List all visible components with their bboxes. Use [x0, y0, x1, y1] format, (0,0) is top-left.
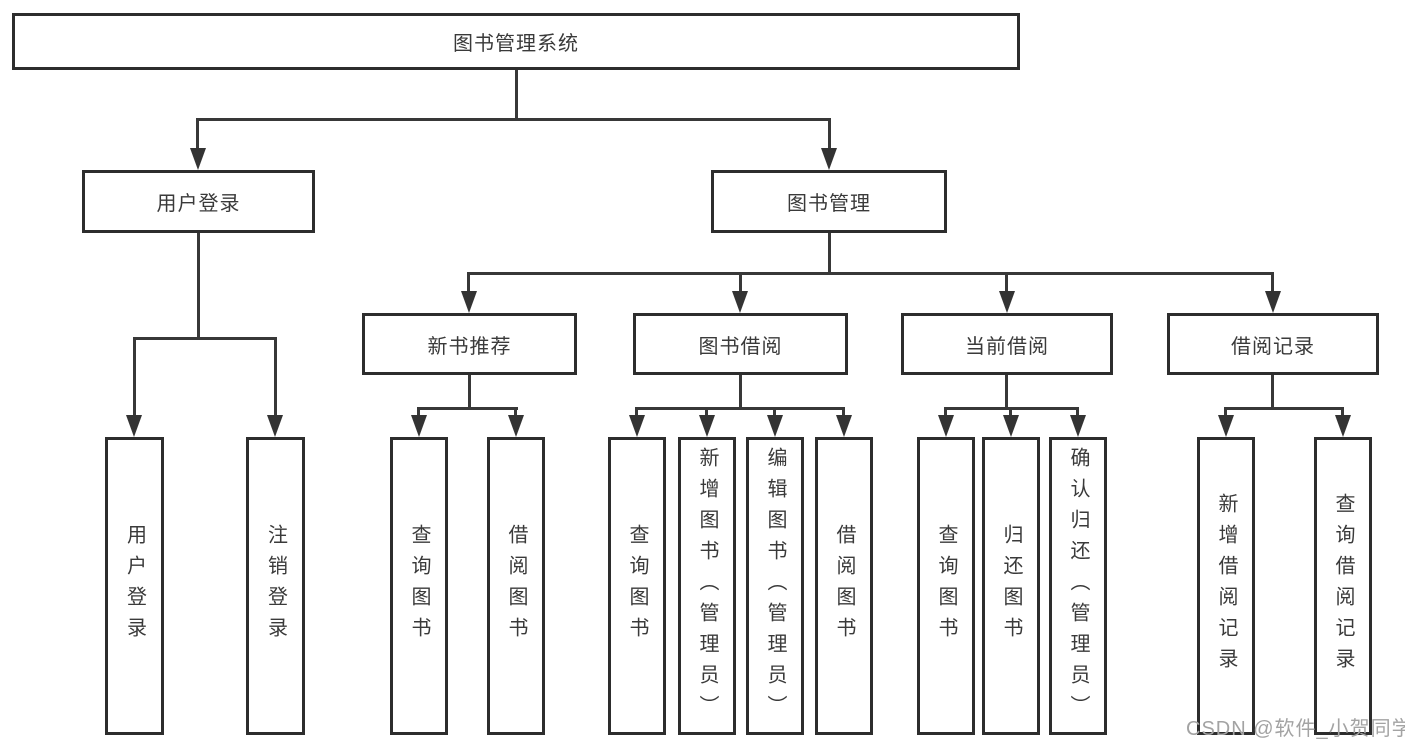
arrow-down-icon	[1335, 415, 1351, 437]
leaf-borrow-books-1-label: 借阅图书	[505, 524, 527, 648]
leaf-add-borrow-record-label: 新增借阅记录	[1215, 493, 1237, 679]
arrow-down-icon	[821, 148, 837, 170]
leaf-query-books-1-label: 查询图书	[408, 524, 430, 648]
arrow-down-icon	[508, 415, 524, 437]
arrow-down-icon	[836, 415, 852, 437]
node-book-management: 图书管理	[711, 170, 947, 233]
leaf-query-borrow-record-label: 查询借阅记录	[1332, 493, 1354, 679]
connector-line	[1271, 272, 1274, 294]
leaf-add-borrow-record: 新增借阅记录	[1197, 437, 1255, 735]
connector-line	[705, 407, 708, 419]
connector-line	[417, 407, 518, 410]
arrow-down-icon	[629, 415, 645, 437]
arrow-down-icon	[999, 291, 1015, 313]
connector-line	[515, 70, 518, 118]
node-new-book-recommend: 新书推荐	[362, 313, 577, 375]
connector-line	[133, 337, 136, 417]
leaf-return-books: 归还图书	[982, 437, 1040, 735]
node-book-management-label: 图书管理	[787, 193, 871, 215]
node-user-login: 用户登录	[82, 170, 315, 233]
arrow-down-icon	[126, 415, 142, 437]
connector-line	[1341, 407, 1344, 419]
arrow-down-icon	[938, 415, 954, 437]
leaf-query-books-1: 查询图书	[390, 437, 448, 735]
connector-line	[944, 407, 947, 419]
leaf-logout-label: 注销登录	[264, 524, 287, 648]
connector-line	[828, 233, 831, 275]
leaf-add-books-admin: 新增图书（管理员）	[678, 437, 736, 735]
connector-line	[842, 407, 845, 419]
arrow-down-icon	[1265, 291, 1281, 313]
leaf-add-books-admin-label: 新增图书（管理员）	[696, 446, 718, 726]
node-book-borrow-label: 图书借阅	[698, 335, 783, 358]
connector-line	[467, 272, 470, 294]
leaf-user-login-label: 用户登录	[123, 524, 146, 648]
connector-line	[197, 233, 200, 337]
leaf-return-books-label: 归还图书	[1000, 524, 1022, 648]
arrow-down-icon	[767, 415, 783, 437]
connector-line	[274, 337, 277, 417]
arrow-down-icon	[190, 148, 206, 170]
node-borrow-records-label: 借阅记录	[1231, 335, 1315, 358]
connector-line	[1076, 407, 1079, 419]
connector-line	[635, 407, 638, 419]
arrow-down-icon	[1003, 415, 1019, 437]
leaf-query-borrow-record: 查询借阅记录	[1314, 437, 1372, 735]
arrow-down-icon	[1218, 415, 1234, 437]
node-borrow-records: 借阅记录	[1167, 313, 1379, 375]
leaf-logout: 注销登录	[246, 437, 305, 735]
node-current-borrow-label: 当前借阅	[965, 335, 1049, 358]
csdn-watermark: CSDN @软件_小贺同学	[1186, 718, 1405, 740]
leaf-confirm-return-admin: 确认归还（管理员）	[1049, 437, 1107, 735]
leaf-edit-books-admin: 编辑图书（管理员）	[746, 437, 804, 735]
node-user-login-label: 用户登录	[156, 193, 241, 215]
arrow-down-icon	[1070, 415, 1086, 437]
leaf-query-books-3: 查询图书	[917, 437, 975, 735]
connector-line	[1224, 407, 1344, 410]
connector-line	[468, 375, 471, 407]
arrow-down-icon	[267, 415, 283, 437]
leaf-edit-books-admin-label: 编辑图书（管理员）	[764, 446, 786, 726]
connector-line	[739, 375, 742, 407]
leaf-confirm-return-admin-label: 确认归还（管理员）	[1067, 446, 1089, 726]
connector-line	[196, 118, 199, 150]
node-current-borrow: 当前借阅	[901, 313, 1113, 375]
node-root-label: 图书管理系统	[453, 33, 579, 55]
connector-line	[417, 407, 420, 419]
arrow-down-icon	[461, 291, 477, 313]
connector-line	[828, 118, 831, 150]
connector-line	[1009, 407, 1012, 419]
leaf-borrow-books-2: 借阅图书	[815, 437, 873, 735]
connector-line	[739, 272, 742, 294]
connector-line	[467, 272, 1274, 275]
connector-line	[1005, 375, 1008, 407]
connector-line	[133, 337, 277, 340]
node-new-book-recommend-label: 新书推荐	[427, 335, 512, 358]
leaf-user-login: 用户登录	[105, 437, 164, 735]
connector-line	[1224, 407, 1227, 419]
connector-line	[773, 407, 776, 419]
connector-line	[635, 407, 845, 410]
leaf-query-books-3-label: 查询图书	[935, 524, 957, 648]
leaf-query-books-2-label: 查询图书	[626, 524, 648, 648]
leaf-borrow-books-1: 借阅图书	[487, 437, 545, 735]
connector-line	[1005, 272, 1008, 294]
node-root: 图书管理系统	[12, 13, 1020, 70]
arrow-down-icon	[699, 415, 715, 437]
leaf-borrow-books-2-label: 借阅图书	[833, 524, 855, 648]
node-book-borrow: 图书借阅	[633, 313, 848, 375]
connector-line	[514, 407, 517, 419]
arrow-down-icon	[411, 415, 427, 437]
connector-line	[196, 118, 831, 121]
arrow-down-icon	[732, 291, 748, 313]
leaf-query-books-2: 查询图书	[608, 437, 666, 735]
connector-line	[1271, 375, 1274, 407]
